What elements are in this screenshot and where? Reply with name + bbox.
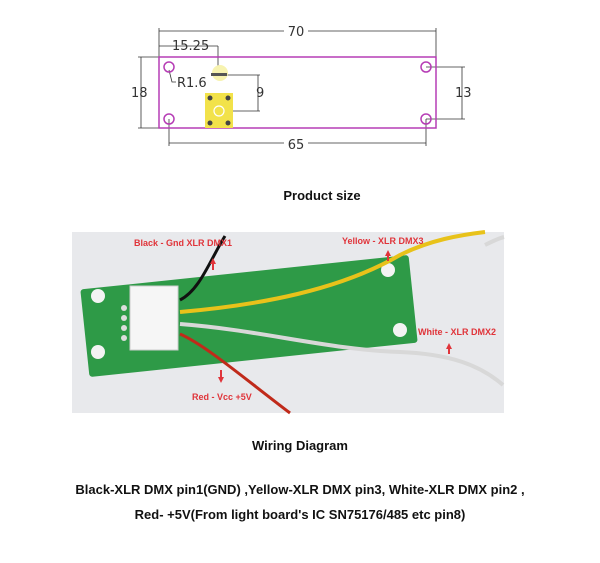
label-yellow: Yellow - XLR DMX3 [342, 236, 424, 246]
label-white: White - XLR DMX2 [418, 327, 496, 337]
description-line-2: Red- +5V(From light board's IC SN75176/4… [134, 507, 466, 522]
dim-9: 9 [256, 86, 264, 101]
mount-hole [163, 61, 175, 73]
arrow-icons [210, 250, 452, 383]
board-outline [158, 56, 437, 129]
dim-70-mask [284, 24, 308, 38]
mount-hole [163, 113, 175, 125]
mount-hole [420, 113, 432, 125]
description-line-1: Black-XLR DMX pin1(GND) ,Yellow-XLR DMX … [75, 482, 525, 497]
red-wire [179, 332, 291, 415]
black-wire [179, 235, 227, 302]
dim-70: 70 [288, 25, 305, 40]
mount-hole [420, 61, 432, 73]
dim-15-25: 15.25 [172, 39, 209, 54]
dim-13: 13 [455, 86, 472, 101]
arrow-down-icon [218, 370, 224, 383]
white-wire [179, 322, 505, 387]
arrow-up-icon [385, 250, 391, 261]
arrow-up-icon [210, 258, 216, 270]
label-red: Red - Vcc +5V [192, 392, 252, 402]
label-black: Black - Gnd XLR DMX1 [134, 238, 232, 248]
dim-65: 65 [288, 138, 305, 153]
dim-18: 18 [131, 86, 148, 101]
arrow-up-icon [446, 343, 452, 354]
wiring-diagram-caption: Wiring Diagram [252, 438, 348, 453]
wiring-photo: Black - Gnd XLR DMX1 Yellow - XLR DMX3 W… [72, 230, 505, 415]
product-size-caption: Product size [283, 188, 361, 203]
dim-r1-6: R1.6 [177, 76, 207, 91]
dim-65-mask [284, 137, 308, 151]
yellow-wire [179, 230, 486, 314]
white-connector [129, 285, 179, 351]
